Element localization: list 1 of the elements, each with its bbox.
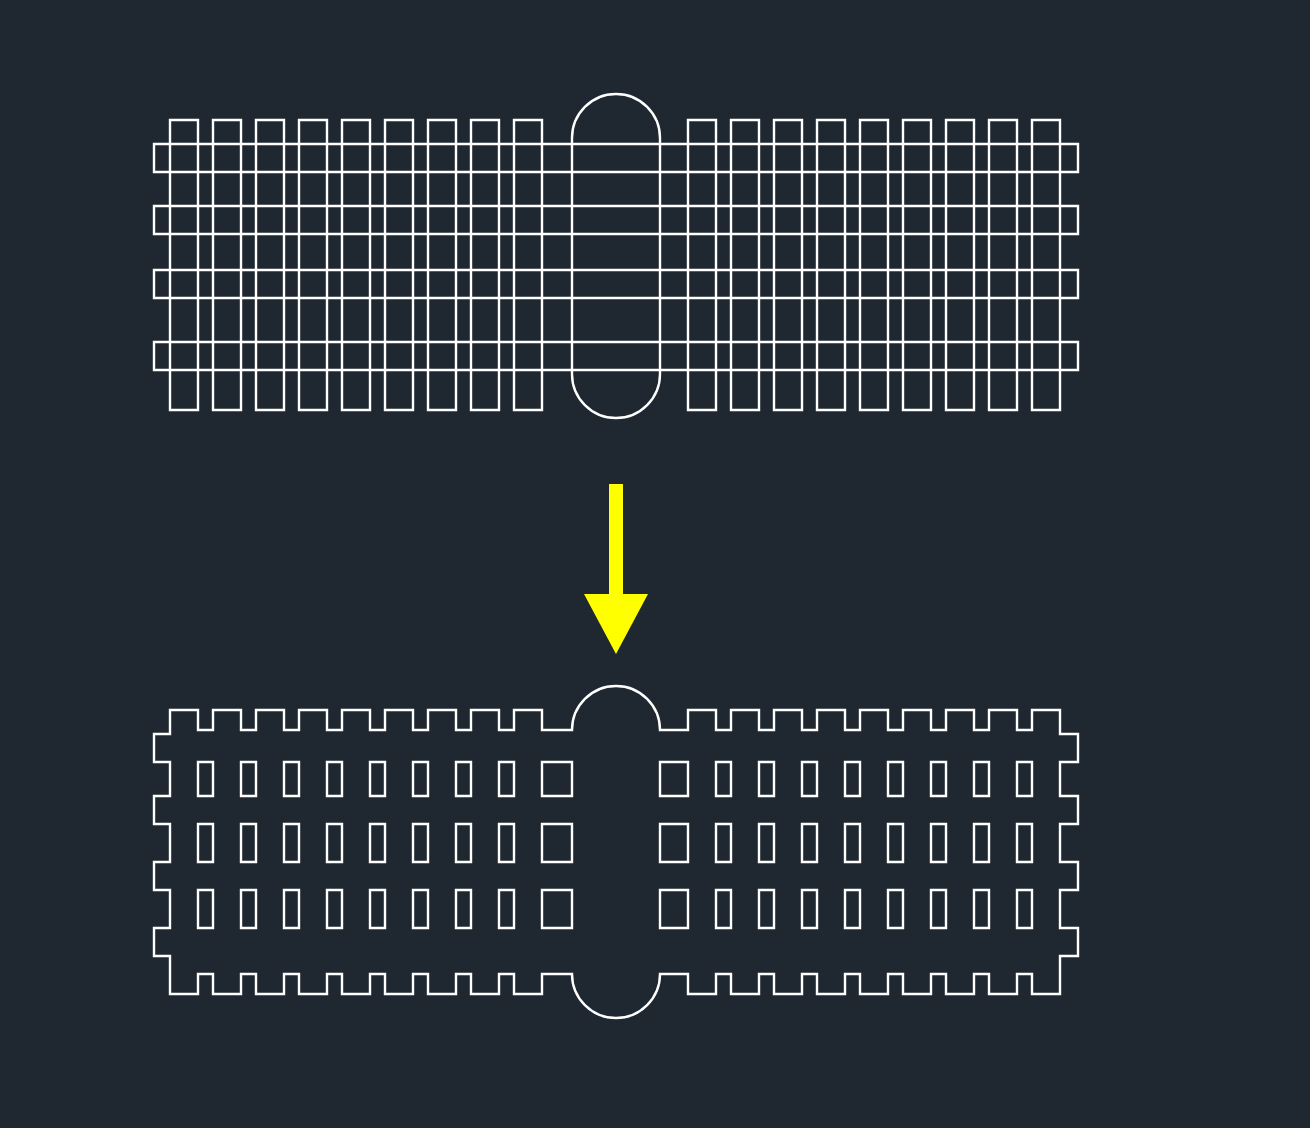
- arrow: [584, 484, 648, 654]
